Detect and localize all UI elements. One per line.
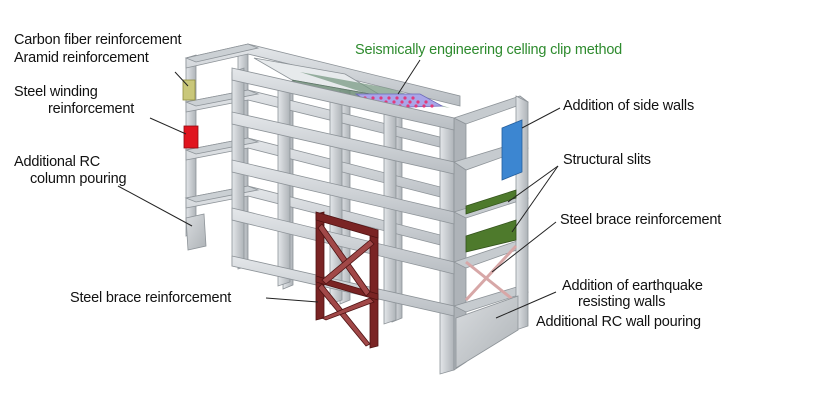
leader-carbon bbox=[174, 71, 189, 87]
label-aramid: Aramid reinforcement bbox=[14, 50, 149, 66]
leader-ceiling-clip bbox=[397, 59, 421, 95]
building-frame bbox=[182, 43, 529, 375]
front-steel-brace bbox=[315, 211, 379, 349]
side-wall bbox=[501, 119, 523, 181]
label-carbon-fiber: Carbon fiber reinforcement bbox=[14, 32, 182, 48]
leader-lines bbox=[117, 59, 561, 319]
label-steel-winding-line2: reinforcement bbox=[48, 101, 135, 117]
label-steel-brace-left: Steel brace reinforcement bbox=[70, 290, 232, 306]
leader-additional-rc bbox=[117, 185, 193, 227]
label-steel-brace-right: Steel brace reinforcement bbox=[560, 212, 722, 228]
label-side-walls: Addition of side walls bbox=[563, 98, 695, 114]
label-earthquake-walls-line1: Addition of earthquake bbox=[562, 278, 703, 294]
leader-earthquake-walls bbox=[495, 291, 557, 319]
label-ceiling-clip: Seismically engineering celling clip met… bbox=[355, 42, 623, 58]
structural-slit-lower bbox=[465, 219, 517, 253]
leader-side-walls bbox=[521, 107, 561, 129]
label-rc-wall-pouring: Additional RC wall pouring bbox=[536, 314, 701, 330]
structural-slit-upper bbox=[465, 189, 517, 215]
label-earthquake-walls-line2: resisting walls bbox=[578, 294, 666, 310]
carbon-aramid-patch bbox=[182, 79, 196, 101]
additional-rc-column bbox=[185, 213, 207, 251]
label-additional-rc-line1: Additional RC bbox=[14, 154, 101, 170]
leader-steel-brace-left bbox=[265, 297, 319, 303]
steel-winding-patch bbox=[183, 125, 199, 149]
label-steel-winding-line1: Steel winding bbox=[14, 84, 98, 100]
leader-steel-winding bbox=[149, 117, 187, 135]
leader-slit-upper bbox=[507, 165, 559, 203]
leader-slit-lower bbox=[511, 165, 559, 233]
label-structural-slits: Structural slits bbox=[563, 152, 651, 168]
rc-wall bbox=[455, 295, 519, 369]
side-steel-brace bbox=[464, 244, 518, 304]
leader-steel-brace-right bbox=[491, 221, 557, 273]
label-additional-rc-line2: column pouring bbox=[30, 171, 127, 187]
